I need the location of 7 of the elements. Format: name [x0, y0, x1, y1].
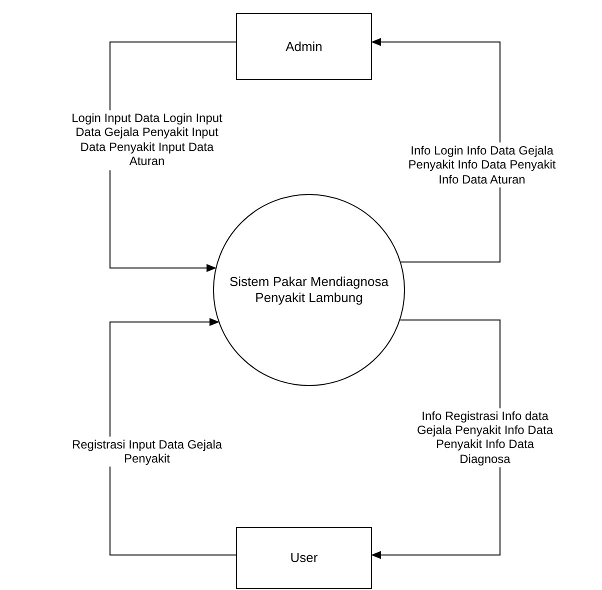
- entity-box: [236, 13, 372, 80]
- node-label: Admin: [286, 38, 322, 54]
- arrow: [371, 38, 500, 262]
- entity-box: [236, 527, 372, 589]
- arrow: [110, 318, 236, 556]
- node-label: Sistem Pakar Mendiagnosa Penyakit Lambung: [228, 274, 390, 306]
- node-label: User: [290, 550, 318, 566]
